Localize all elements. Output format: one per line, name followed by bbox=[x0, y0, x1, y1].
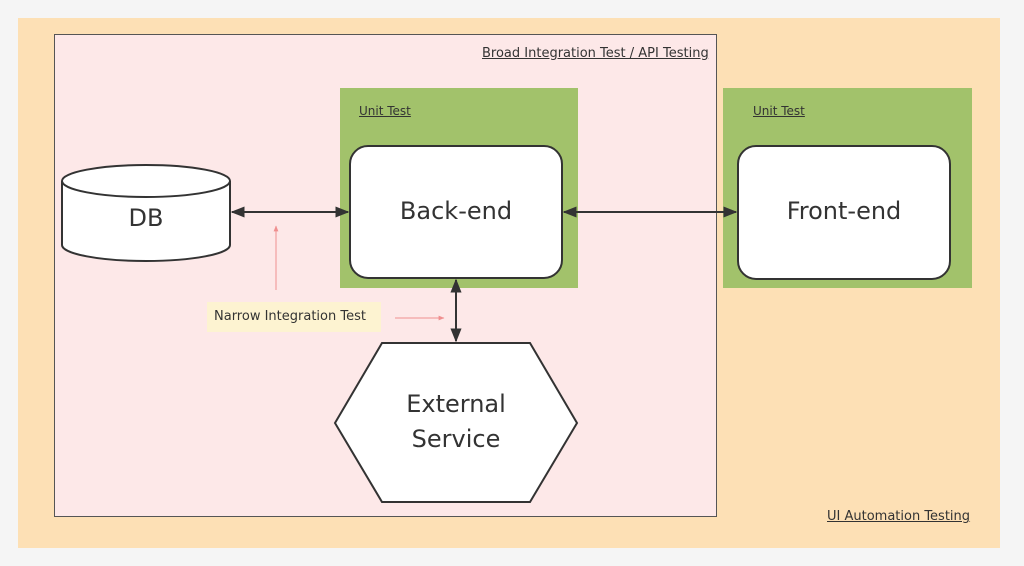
external-service-label-line2: Service bbox=[411, 425, 501, 453]
broad-integration-label: Broad Integration Test / API Testing bbox=[482, 46, 709, 61]
frontend-unit-test-label: Unit Test bbox=[753, 104, 805, 118]
external-service-label-line1: External bbox=[406, 390, 506, 418]
backend-box bbox=[349, 145, 563, 279]
external-service-hexagon bbox=[333, 342, 579, 503]
narrow-integration-note bbox=[207, 302, 381, 332]
db-label: DB bbox=[128, 204, 164, 232]
backend-label: Back-end bbox=[399, 197, 513, 225]
ui-automation-label: UI Automation Testing bbox=[827, 509, 971, 524]
frontend-box bbox=[737, 145, 951, 280]
frontend-label: Front-end bbox=[786, 197, 902, 225]
narrow-integration-label: Narrow Integration Test bbox=[214, 309, 366, 324]
db-cylinder bbox=[61, 164, 231, 262]
backend-unit-test-label: Unit Test bbox=[359, 104, 411, 118]
